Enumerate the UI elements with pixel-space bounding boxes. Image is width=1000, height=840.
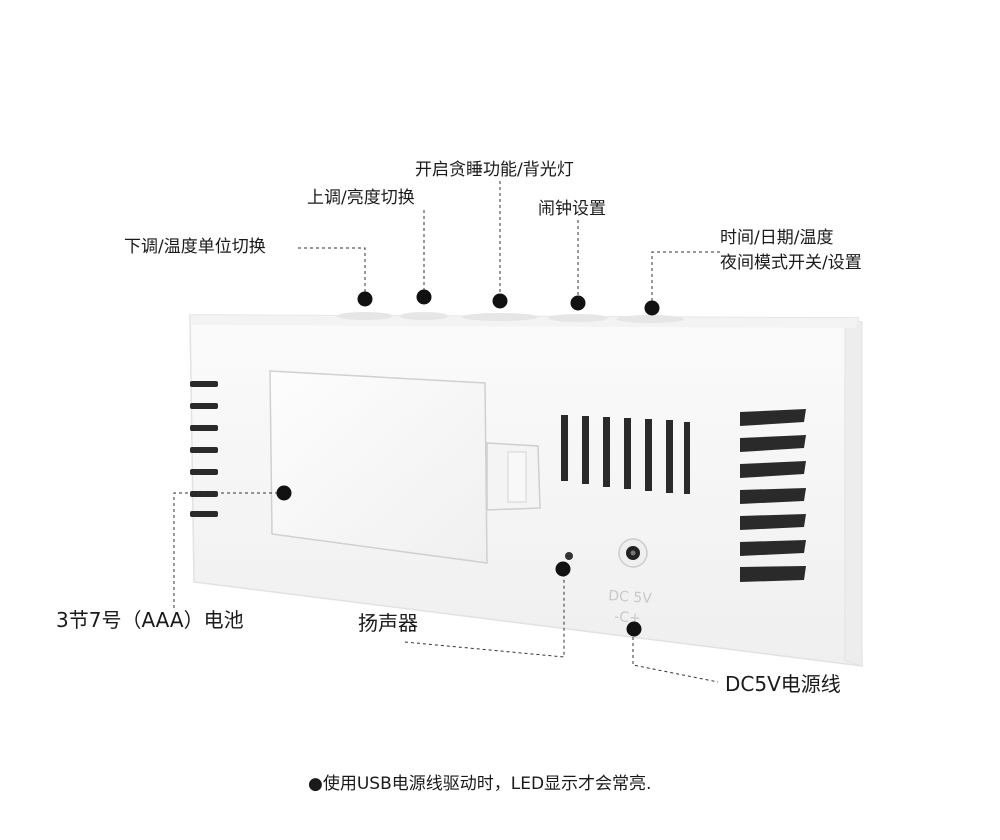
dc-jack: [618, 538, 648, 568]
footnote: ●使用USB电源线驱动时，LED显示才会常亮.: [308, 774, 652, 794]
label-battery: 3节7号（AAA）电池: [56, 608, 244, 632]
label-down-adjust: 下调/温度单位切换: [124, 237, 266, 257]
battery-cover: [269, 370, 541, 564]
label-up-adjust: 上调/亮度切换: [307, 188, 415, 208]
label-power: DC5V电源线: [725, 672, 841, 696]
speaker-hole: [565, 552, 573, 560]
top-buttons: [337, 312, 684, 323]
right-vent: [740, 409, 806, 582]
label-snooze: 开启贪睡功能/背光灯: [415, 160, 574, 180]
dc-print: DC 5V: [608, 588, 653, 607]
label-alarm: 闹钟设置: [538, 199, 606, 219]
label-time-date-2: 夜间模式开关/设置: [720, 253, 862, 273]
label-time-date-1: 时间/日期/温度: [720, 228, 834, 248]
callout-dots: [276, 289, 660, 637]
leader-lines: [173, 181, 720, 683]
speaker-grille: [561, 415, 690, 494]
label-speaker: 扬声器: [358, 611, 418, 635]
